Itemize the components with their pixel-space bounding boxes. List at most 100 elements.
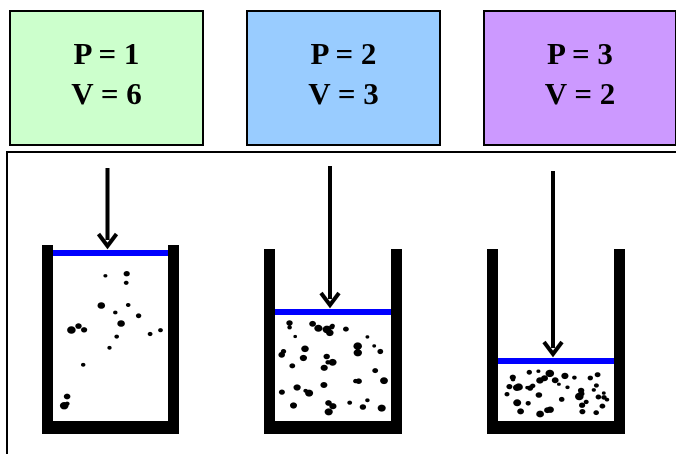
gas-particle-icon — [103, 274, 108, 278]
gas-particle-icon — [107, 345, 112, 350]
cylinder-1 — [42, 168, 179, 434]
gas-particle-icon — [64, 401, 70, 406]
gas-particle-icon — [293, 384, 301, 391]
cylinder-left-wall-upper — [264, 249, 275, 312]
gas-particle-icon — [372, 368, 379, 374]
cylinder-2 — [264, 166, 402, 434]
gas-particle-icon — [63, 393, 71, 400]
gas-particle-icon — [81, 327, 88, 333]
gas-particle-icon — [117, 320, 125, 327]
gas-particle-icon — [591, 388, 596, 392]
gas-particle-icon — [325, 360, 331, 365]
gas-particle-icon — [320, 382, 328, 388]
gas-particle-icon — [147, 331, 153, 337]
pressure-label: P = 3 — [547, 36, 613, 71]
down-arrow-icon — [319, 166, 341, 309]
gas-particle-icon — [158, 328, 163, 333]
cylinder-left-wall — [487, 353, 498, 434]
gas-particle-icon — [123, 271, 130, 277]
gas-particle-icon — [525, 401, 531, 406]
gas-particle-icon — [299, 354, 307, 362]
gas-particle-icon — [323, 353, 330, 360]
gas-particle-icon — [601, 395, 607, 400]
gas-particle-icon — [278, 351, 286, 358]
diagram-panel — [6, 151, 676, 454]
gas-particle-icon — [305, 389, 314, 397]
gas-particle-icon — [286, 320, 293, 326]
state-box-3: P = 3 V = 2 — [483, 10, 676, 146]
gas-particle-icon — [329, 403, 337, 410]
gas-particle-icon — [81, 362, 86, 367]
volume-label: V = 3 — [308, 76, 379, 111]
gas-particle-icon — [536, 377, 544, 384]
cylinder-base — [42, 421, 179, 434]
cylinder-right-wall — [614, 353, 625, 434]
gas-particles — [59, 271, 163, 410]
pressure-label: P = 1 — [73, 36, 140, 71]
gas-particle-icon — [365, 335, 370, 339]
gas-particle-icon — [320, 364, 328, 371]
gas-particle-icon — [328, 358, 337, 366]
gas-particle-icon — [535, 392, 543, 398]
gas-particle-icon — [583, 399, 589, 405]
gas-particle-icon — [530, 383, 536, 389]
gas-particle-icon — [278, 389, 285, 395]
gas-particle-icon — [579, 402, 586, 408]
gas-particle-icon — [536, 410, 544, 418]
piston-icon — [53, 250, 168, 256]
gas-particle-icon — [517, 408, 524, 415]
gas-particle-icon — [123, 280, 129, 285]
gas-particle-icon — [365, 398, 370, 403]
state-box-2: P = 2 V = 3 — [246, 10, 441, 146]
piston-icon — [498, 358, 614, 364]
gas-particles — [504, 369, 610, 418]
volume-label: V = 2 — [544, 76, 616, 111]
gas-particle-icon — [135, 313, 142, 319]
gas-particle-icon — [578, 390, 585, 397]
gas-particle-icon — [75, 323, 82, 329]
cylinder-right-wall — [168, 245, 179, 434]
gas-particle-icon — [526, 369, 532, 375]
gas-particle-icon — [377, 404, 386, 412]
gas-particle-icon — [287, 325, 292, 330]
gas-particle-icon — [561, 372, 569, 380]
state-box-1: P = 1 V = 6 — [9, 10, 204, 146]
gas-particle-icon — [353, 342, 363, 350]
gas-particle-icon — [289, 363, 296, 369]
cylinder-base — [264, 421, 402, 434]
gas-particle-icon — [593, 383, 599, 388]
cylinder-right-wall-upper — [614, 249, 625, 361]
gas-particle-icon — [504, 392, 510, 397]
cylinder-left-wall — [42, 245, 53, 434]
gas-particle-icon — [97, 302, 106, 309]
gas-particle-icon — [595, 394, 602, 400]
gas-particle-icon — [359, 404, 367, 410]
gas-particle-icon — [301, 345, 309, 353]
gas-particle-icon — [347, 400, 353, 405]
gas-particle-icon — [329, 324, 335, 330]
gas-particle-icon — [372, 344, 377, 348]
gas-particle-icon — [67, 326, 76, 334]
gas-particle-icon — [599, 403, 606, 409]
gas-particle-icon — [326, 329, 334, 337]
gas-particle-icon — [309, 320, 316, 327]
gas-particle-icon — [525, 385, 530, 390]
down-arrow-icon — [542, 171, 564, 358]
gas-particle-icon — [293, 334, 298, 339]
gas-particle-icon — [343, 326, 349, 332]
gas-particle-icon — [125, 303, 131, 307]
cylinder-base — [487, 421, 625, 434]
cylinder-right-wall-upper — [391, 249, 402, 312]
gas-particle-icon — [557, 382, 561, 386]
gas-particle-icon — [558, 396, 565, 402]
gas-particle-icon — [513, 399, 522, 407]
cylinder-left-wall — [264, 304, 275, 434]
gas-particle-icon — [551, 377, 559, 384]
gas-particle-icon — [324, 408, 333, 416]
gas-particle-icon — [544, 407, 551, 414]
gas-particle-icon — [114, 334, 119, 339]
gas-particle-icon — [314, 324, 323, 332]
gas-particle-icon — [506, 384, 513, 390]
gas-particle-icon — [594, 372, 601, 378]
